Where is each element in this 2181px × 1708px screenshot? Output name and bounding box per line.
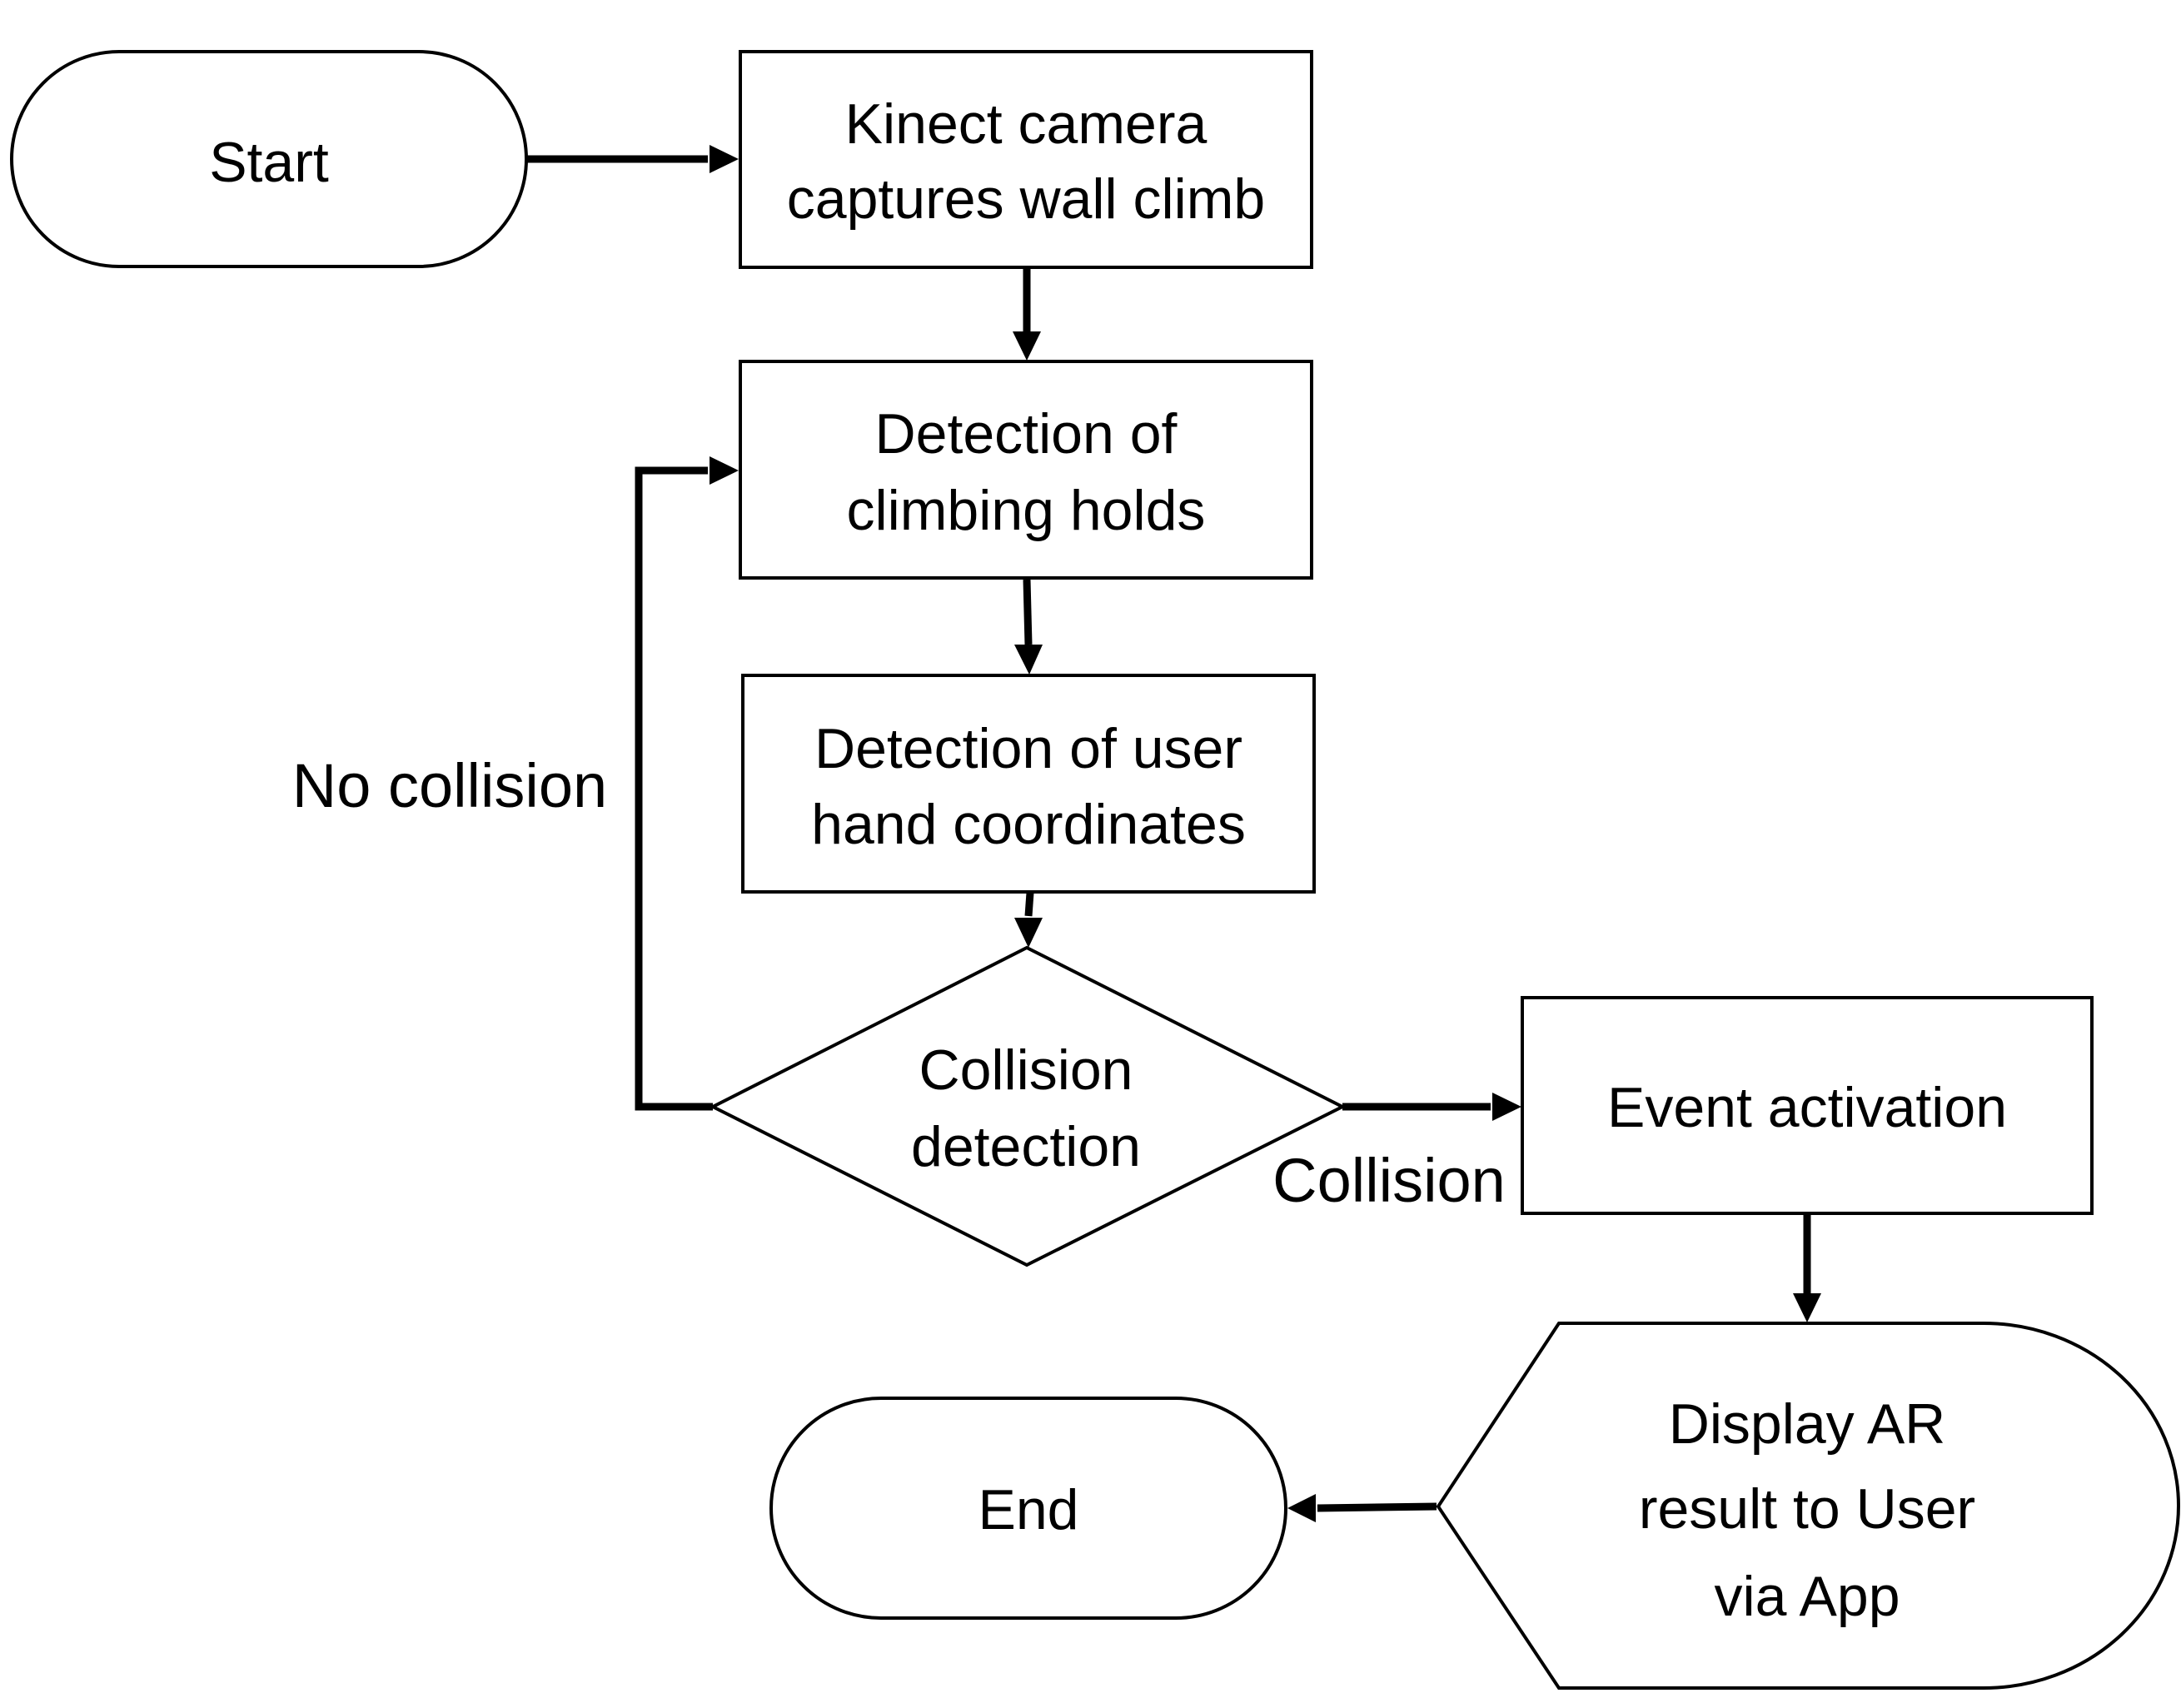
node-event: Event activation [1521, 996, 2094, 1215]
arrowhead-capture-to-holds [1013, 331, 1041, 361]
decision-label-line-2: detection [911, 1115, 1141, 1178]
node-hands: Detection of user hand coordinates [741, 674, 1316, 894]
end-terminator-shape [769, 1397, 1287, 1620]
edge-hands-to-decision [1024, 892, 1034, 917]
capture-label-line-1: Kinect camera [845, 92, 1208, 156]
display-label-line-2: result to User [1639, 1477, 1975, 1541]
display-label-line-1: Display AR [1669, 1392, 1946, 1456]
holds-label-line-1: Detection of [875, 402, 1178, 466]
capture-process-box [739, 50, 1313, 269]
decision-label-line-1: Collision [919, 1038, 1133, 1102]
end-label: End [978, 1478, 1079, 1541]
display-shape [1436, 1322, 2180, 1690]
edge-no-collision-loop [635, 466, 713, 1111]
edges [526, 145, 1821, 1522]
node-decision: Collision detection [709, 945, 1347, 1267]
holds-label-line-2: climbing holds [847, 479, 1206, 542]
node-holds: Detection of climbing holds [739, 360, 1313, 580]
display-label-line-3: via App [1714, 1565, 1900, 1628]
node-end: End [769, 1397, 1287, 1620]
holds-process-box [739, 360, 1313, 580]
start-terminator-shape [10, 50, 528, 268]
edge-holds-to-hands [1023, 579, 1033, 645]
event-label: Event activation [1607, 1076, 2007, 1139]
edge-display-to-end [1317, 1502, 1437, 1512]
arrowhead-start-to-capture [710, 145, 739, 173]
node-display: Display AR result to User via App [1436, 1322, 2180, 1690]
node-start: Start [10, 50, 528, 268]
hands-process-box [741, 674, 1316, 894]
collision-label: Collision [1272, 1146, 1506, 1215]
node-capture: Kinect camera captures wall climb [739, 50, 1313, 269]
start-label: Start [209, 131, 329, 194]
event-process-box [1521, 996, 2094, 1215]
arrowhead-display-to-end [1287, 1494, 1316, 1522]
arrowhead-hands-to-decision [1014, 918, 1043, 948]
arrowhead-event-to-display [1793, 1293, 1821, 1322]
no-collision-label: No collision [292, 751, 607, 820]
arrowhead-collision [1492, 1093, 1521, 1121]
capture-label-line-2: captures wall climb [787, 167, 1265, 231]
hands-label-line-1: Detection of user [814, 717, 1242, 780]
arrowhead-holds-to-hands [1014, 645, 1043, 675]
hands-label-line-2: hand coordinates [811, 793, 1246, 856]
arrowhead-no-collision-loop [710, 456, 739, 485]
decision-diamond [709, 945, 1347, 1267]
